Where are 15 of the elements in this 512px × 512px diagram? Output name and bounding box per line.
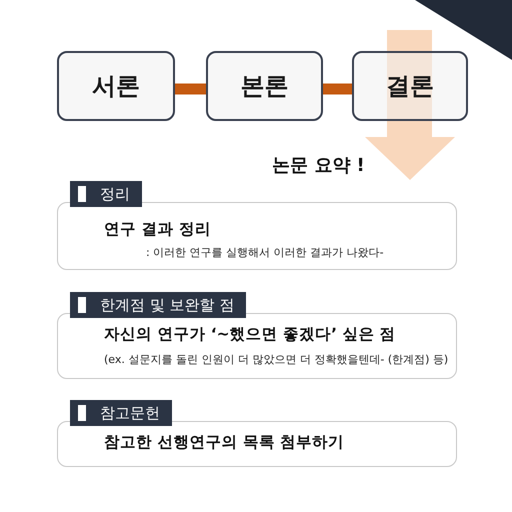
- section-heading: 정리: [100, 184, 130, 204]
- body-text: 연구 결과 정리: [104, 219, 211, 240]
- process-box: 서론: [57, 51, 175, 121]
- body-text: 자신의 연구가 ‘~했으면 좋겠다’ 싶은 점: [104, 324, 396, 345]
- connector-bar: [323, 84, 352, 94]
- process-box: 본론: [206, 51, 323, 121]
- body-text: 참고한 선행연구의 목록 첨부하기: [104, 432, 344, 453]
- process-box: 결론: [352, 51, 468, 121]
- summary-label: 논문 요약 !: [272, 154, 365, 177]
- note-text: (ex. 설문지를 돌린 인원이 더 많았으면 더 정확했을텐데- (한계점) 등): [104, 352, 448, 367]
- section-heading: 참고문헌: [100, 404, 160, 422]
- section-heading: 한계점 및 보완할 점: [100, 296, 234, 314]
- connector-bar: [175, 84, 206, 94]
- down-arrow: [365, 30, 455, 180]
- note-text: : 이러한 연구를 실행해서 이러한 결과가 나왔다-: [146, 245, 384, 260]
